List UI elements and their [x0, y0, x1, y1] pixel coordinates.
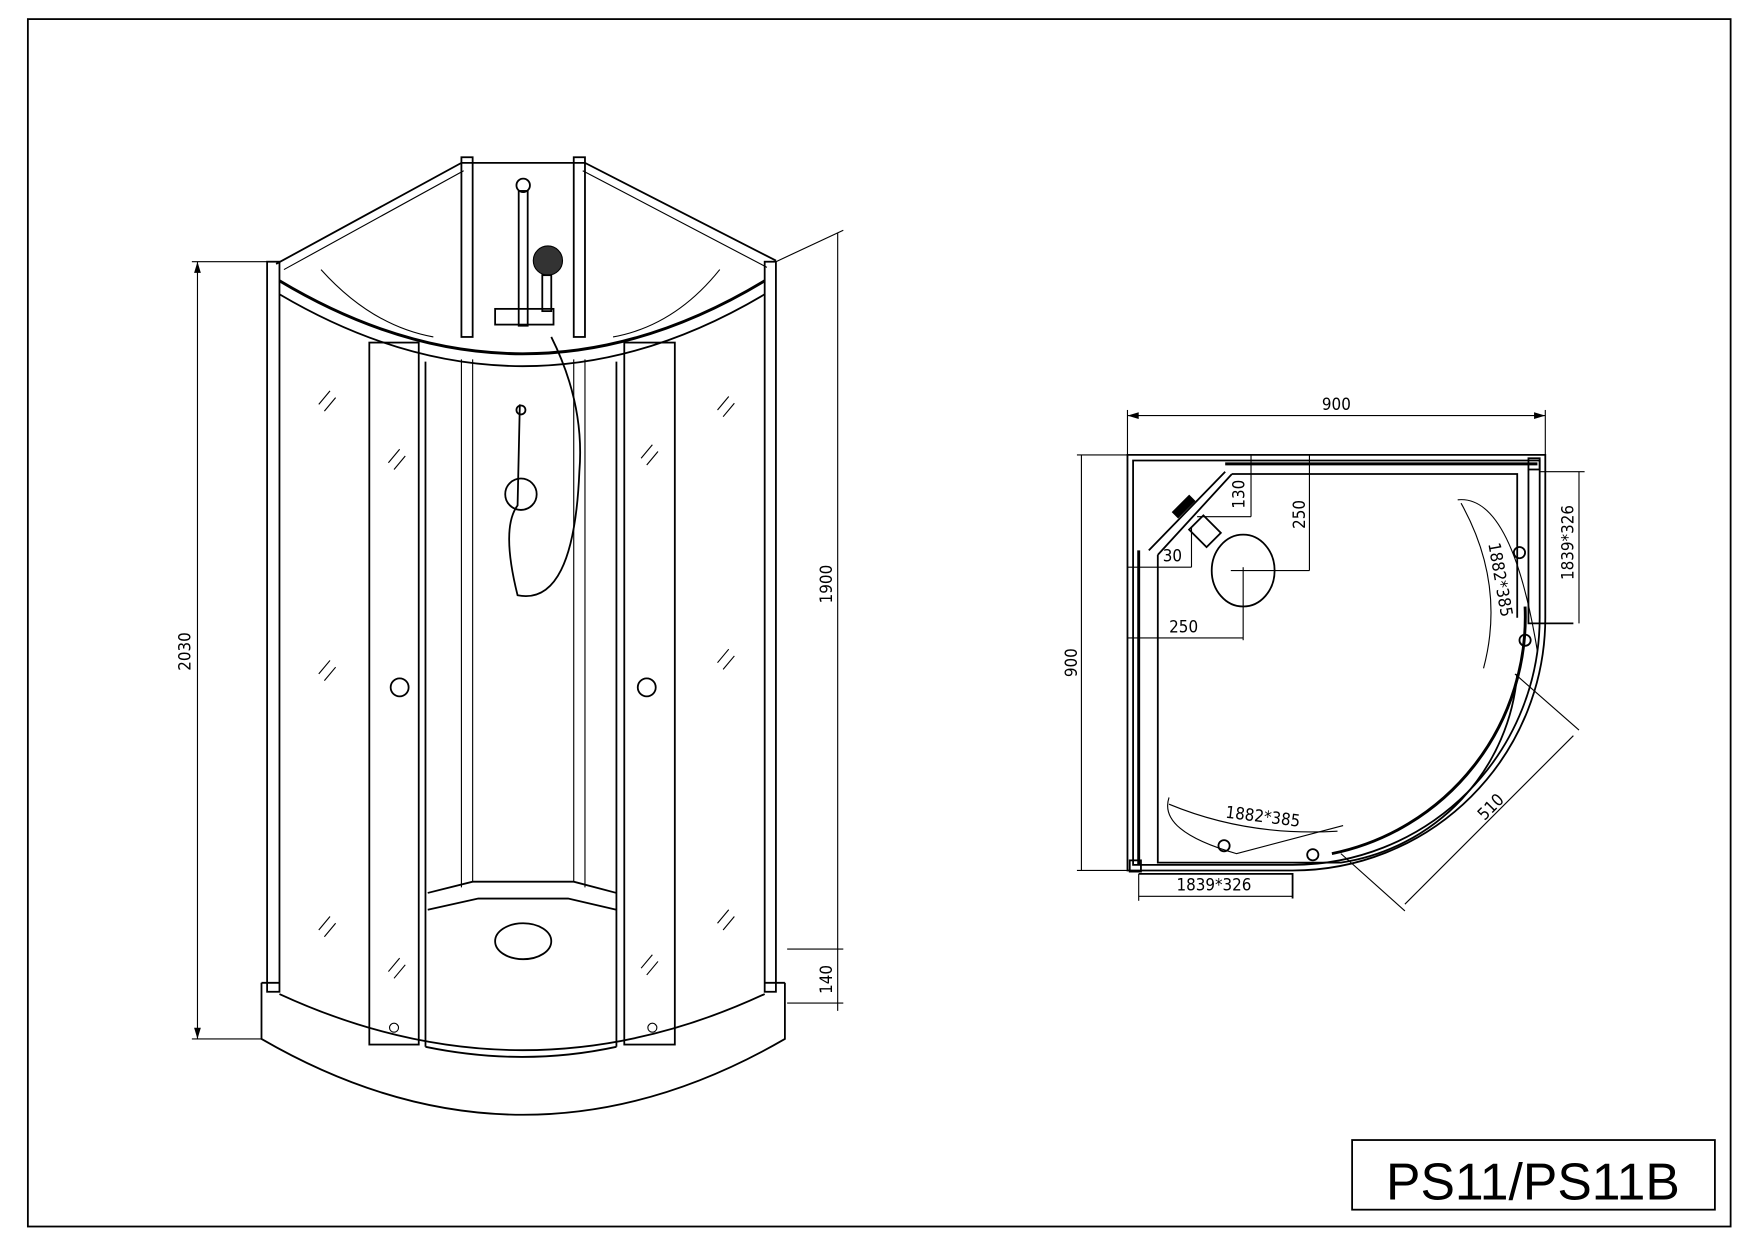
shower-back-frame: [275, 156, 777, 338]
tray-outline: [1126, 453, 1547, 872]
dim-510-label: 510: [1473, 789, 1508, 824]
title-block: PS11/PS11B: [1351, 1139, 1716, 1211]
plan-view: 900 900 250: [1061, 394, 1585, 912]
left-fixed-panel-edge: [368, 341, 420, 1046]
dimension-sliding-door-right: 1882*385: [1457, 499, 1538, 669]
dim-900-depth-label: 900: [1061, 648, 1081, 677]
dim-fixed-panel-bottom-label: 1839*326: [1176, 875, 1251, 895]
glass-hatch-marks: [318, 390, 735, 979]
left-post: [266, 260, 281, 993]
dim-250-y-label: 250: [1289, 500, 1309, 529]
dimension-drain-y: 250: [1230, 454, 1310, 572]
dim-2030-label: 2030: [175, 632, 195, 671]
model-number: PS11/PS11B: [1386, 1153, 1680, 1211]
dim-fixed-panel-right-label: 1839*326: [1557, 505, 1577, 580]
top-curved-rail: [278, 279, 766, 356]
dim-900-width-label: 900: [1322, 394, 1351, 414]
dim-130-label: 130: [1228, 480, 1248, 509]
dim-1900-label: 1900: [816, 565, 836, 604]
dimension-drain-x: 250: [1127, 567, 1244, 641]
dimension-corner: 130 30: [1127, 454, 1252, 568]
dimension-door-opening: 510: [1340, 673, 1580, 912]
shower-head-icon: [532, 245, 564, 276]
dim-250-x-label: 250: [1169, 616, 1198, 636]
dimension-sliding-door-bottom: 1882*385: [1167, 797, 1344, 862]
shower-rail: [494, 177, 582, 598]
sheet-border: [26, 18, 1732, 1228]
dim-30-label: 30: [1163, 546, 1182, 566]
dimension-glass-height: 1900 140: [775, 229, 844, 1011]
right-post: [763, 260, 777, 993]
dimension-total-height: 2030: [175, 261, 271, 1040]
dimension-fixed-panel-bottom: 1839*326: [1138, 873, 1293, 901]
corner-valve-icon: [1171, 494, 1223, 549]
right-fixed-panel-edge: [623, 341, 676, 1046]
right-door-handle: [636, 677, 657, 698]
elevation-view: 2030 1900 140: [175, 156, 844, 1116]
dimension-depth: 900: [1061, 454, 1128, 872]
dim-sliding-door-bottom-label: 1882*385: [1225, 802, 1302, 831]
dim-140-label: 140: [816, 965, 836, 994]
shower-tray: [260, 981, 786, 1116]
left-door-handle: [389, 677, 410, 698]
dimension-width: 900: [1126, 394, 1546, 461]
dimension-fixed-panel-right: 1839*326: [1539, 471, 1585, 624]
drain-icon: [494, 922, 553, 961]
